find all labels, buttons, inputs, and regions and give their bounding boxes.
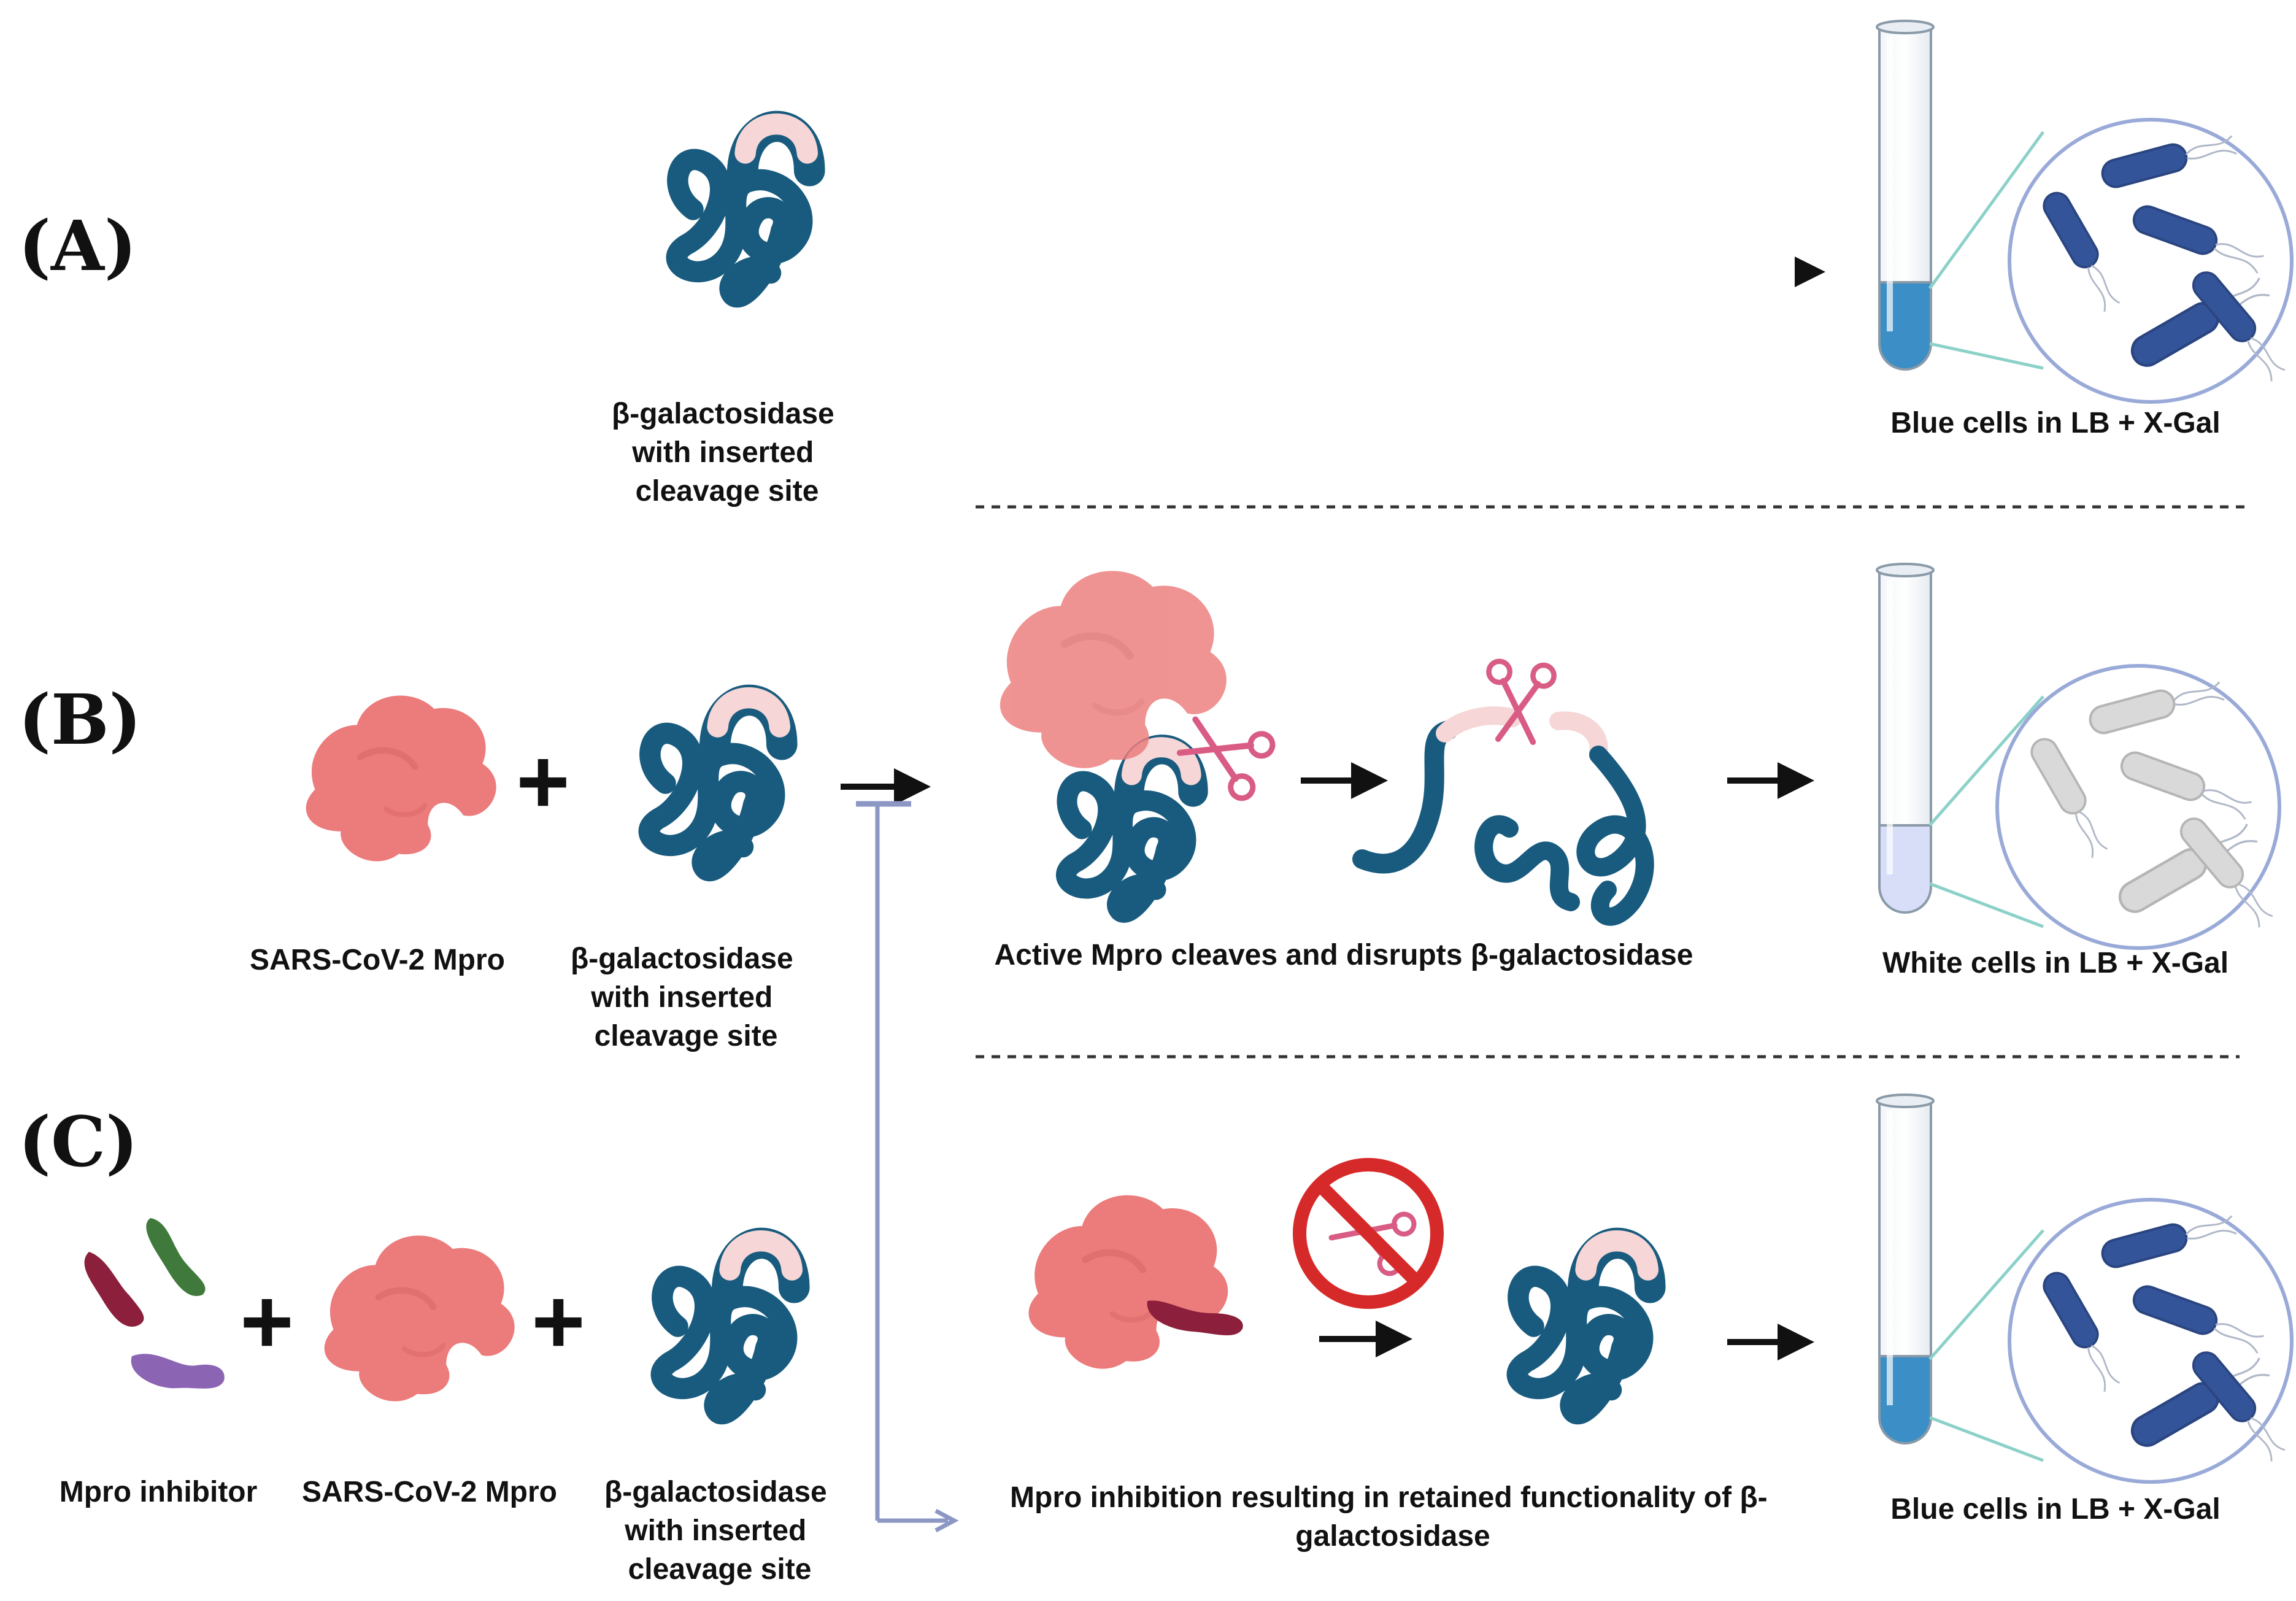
beta-galactosidase-icon	[1066, 747, 1193, 913]
caption-line: cleavage site	[636, 475, 819, 507]
caption-a-enzyme: β-galactosidase with inserted cleavage s…	[612, 398, 842, 507]
caption-line: with inserted	[590, 981, 772, 1014]
mpro-protease-icon	[1028, 1195, 1228, 1369]
zoom-line	[1928, 1229, 2044, 1360]
plus-sign: +	[516, 730, 570, 833]
magnified-cells-icon	[2009, 1200, 2292, 1482]
beta-galactosidase-icon	[649, 698, 782, 871]
caption-c-result: Blue cells in LB + X-Gal	[1890, 1493, 2221, 1526]
magnified-cells-icon	[1997, 666, 2279, 948]
caption-line: β-galactosidase	[571, 943, 793, 975]
inhibitor-molecule-icon	[84, 1218, 225, 1389]
caption-line: with inserted	[624, 1514, 806, 1547]
caption-b-enzyme: β-galactosidase with inserted cleavage s…	[571, 943, 801, 1052]
caption-c-inhibitor: Mpro inhibitor	[60, 1476, 258, 1508]
no-cleavage-icon	[1293, 1158, 1444, 1309]
scissors-icon	[1483, 660, 1555, 743]
test-tube-icon	[1876, 20, 1935, 371]
caption-line: β-galactosidase	[612, 398, 834, 430]
beta-galactosidase-icon	[677, 124, 809, 297]
caption-line: galactosidase	[1295, 1520, 1490, 1553]
mpro-protease-icon	[306, 695, 496, 861]
plus-sign: +	[240, 1270, 294, 1373]
panel-label-b: (B)	[18, 680, 142, 760]
panel-label-c: (C)	[18, 1102, 138, 1182]
test-tube-icon	[1876, 1094, 1935, 1445]
caption-c-inhibition: Mpro inhibition resulting in retained fu…	[1010, 1481, 1776, 1553]
plus-sign: +	[531, 1270, 585, 1373]
zoom-line	[1929, 1416, 2044, 1462]
caption-line: β-galactosidase	[604, 1476, 827, 1508]
test-tube-icon	[1876, 563, 1935, 914]
inhibitor-molecule-icon	[1147, 1300, 1243, 1335]
magnified-cells-icon	[2009, 120, 2292, 402]
connector-arrow-head	[934, 1508, 959, 1533]
caption-line: with inserted	[631, 436, 814, 469]
caption-line: cleavage site	[628, 1553, 812, 1586]
cleaved-beta-galactosidase-icon	[1352, 706, 1654, 926]
mpro-protease-icon	[325, 1235, 515, 1401]
zoom-line	[1929, 882, 2044, 928]
zoom-line	[1928, 695, 2044, 827]
zoom-line	[1929, 342, 2044, 370]
caption-line: Mpro inhibition resulting in retained fu…	[1010, 1481, 1768, 1514]
mpro-protease-icon	[1000, 571, 1227, 768]
caption-c-enzyme: β-galactosidase with inserted cleavage s…	[604, 1476, 835, 1586]
panel-label-a: (A)	[18, 206, 137, 287]
zoom-line	[1928, 131, 2045, 290]
caption-b-mpro: SARS-CoV-2 Mpro	[250, 944, 505, 976]
caption-b-result: White cells in LB + X-Gal	[1882, 947, 2229, 979]
beta-galactosidase-icon	[661, 1241, 794, 1414]
beta-galactosidase-icon	[1517, 1241, 1650, 1414]
caption-line: cleavage site	[595, 1020, 778, 1052]
caption-a-result: Blue cells in LB + X-Gal	[1890, 407, 2221, 439]
caption-b-cleave: Active Mpro cleaves and disrupts β-galac…	[994, 939, 1693, 971]
arrow-head	[1795, 257, 1825, 287]
caption-c-mpro: SARS-CoV-2 Mpro	[302, 1476, 557, 1508]
